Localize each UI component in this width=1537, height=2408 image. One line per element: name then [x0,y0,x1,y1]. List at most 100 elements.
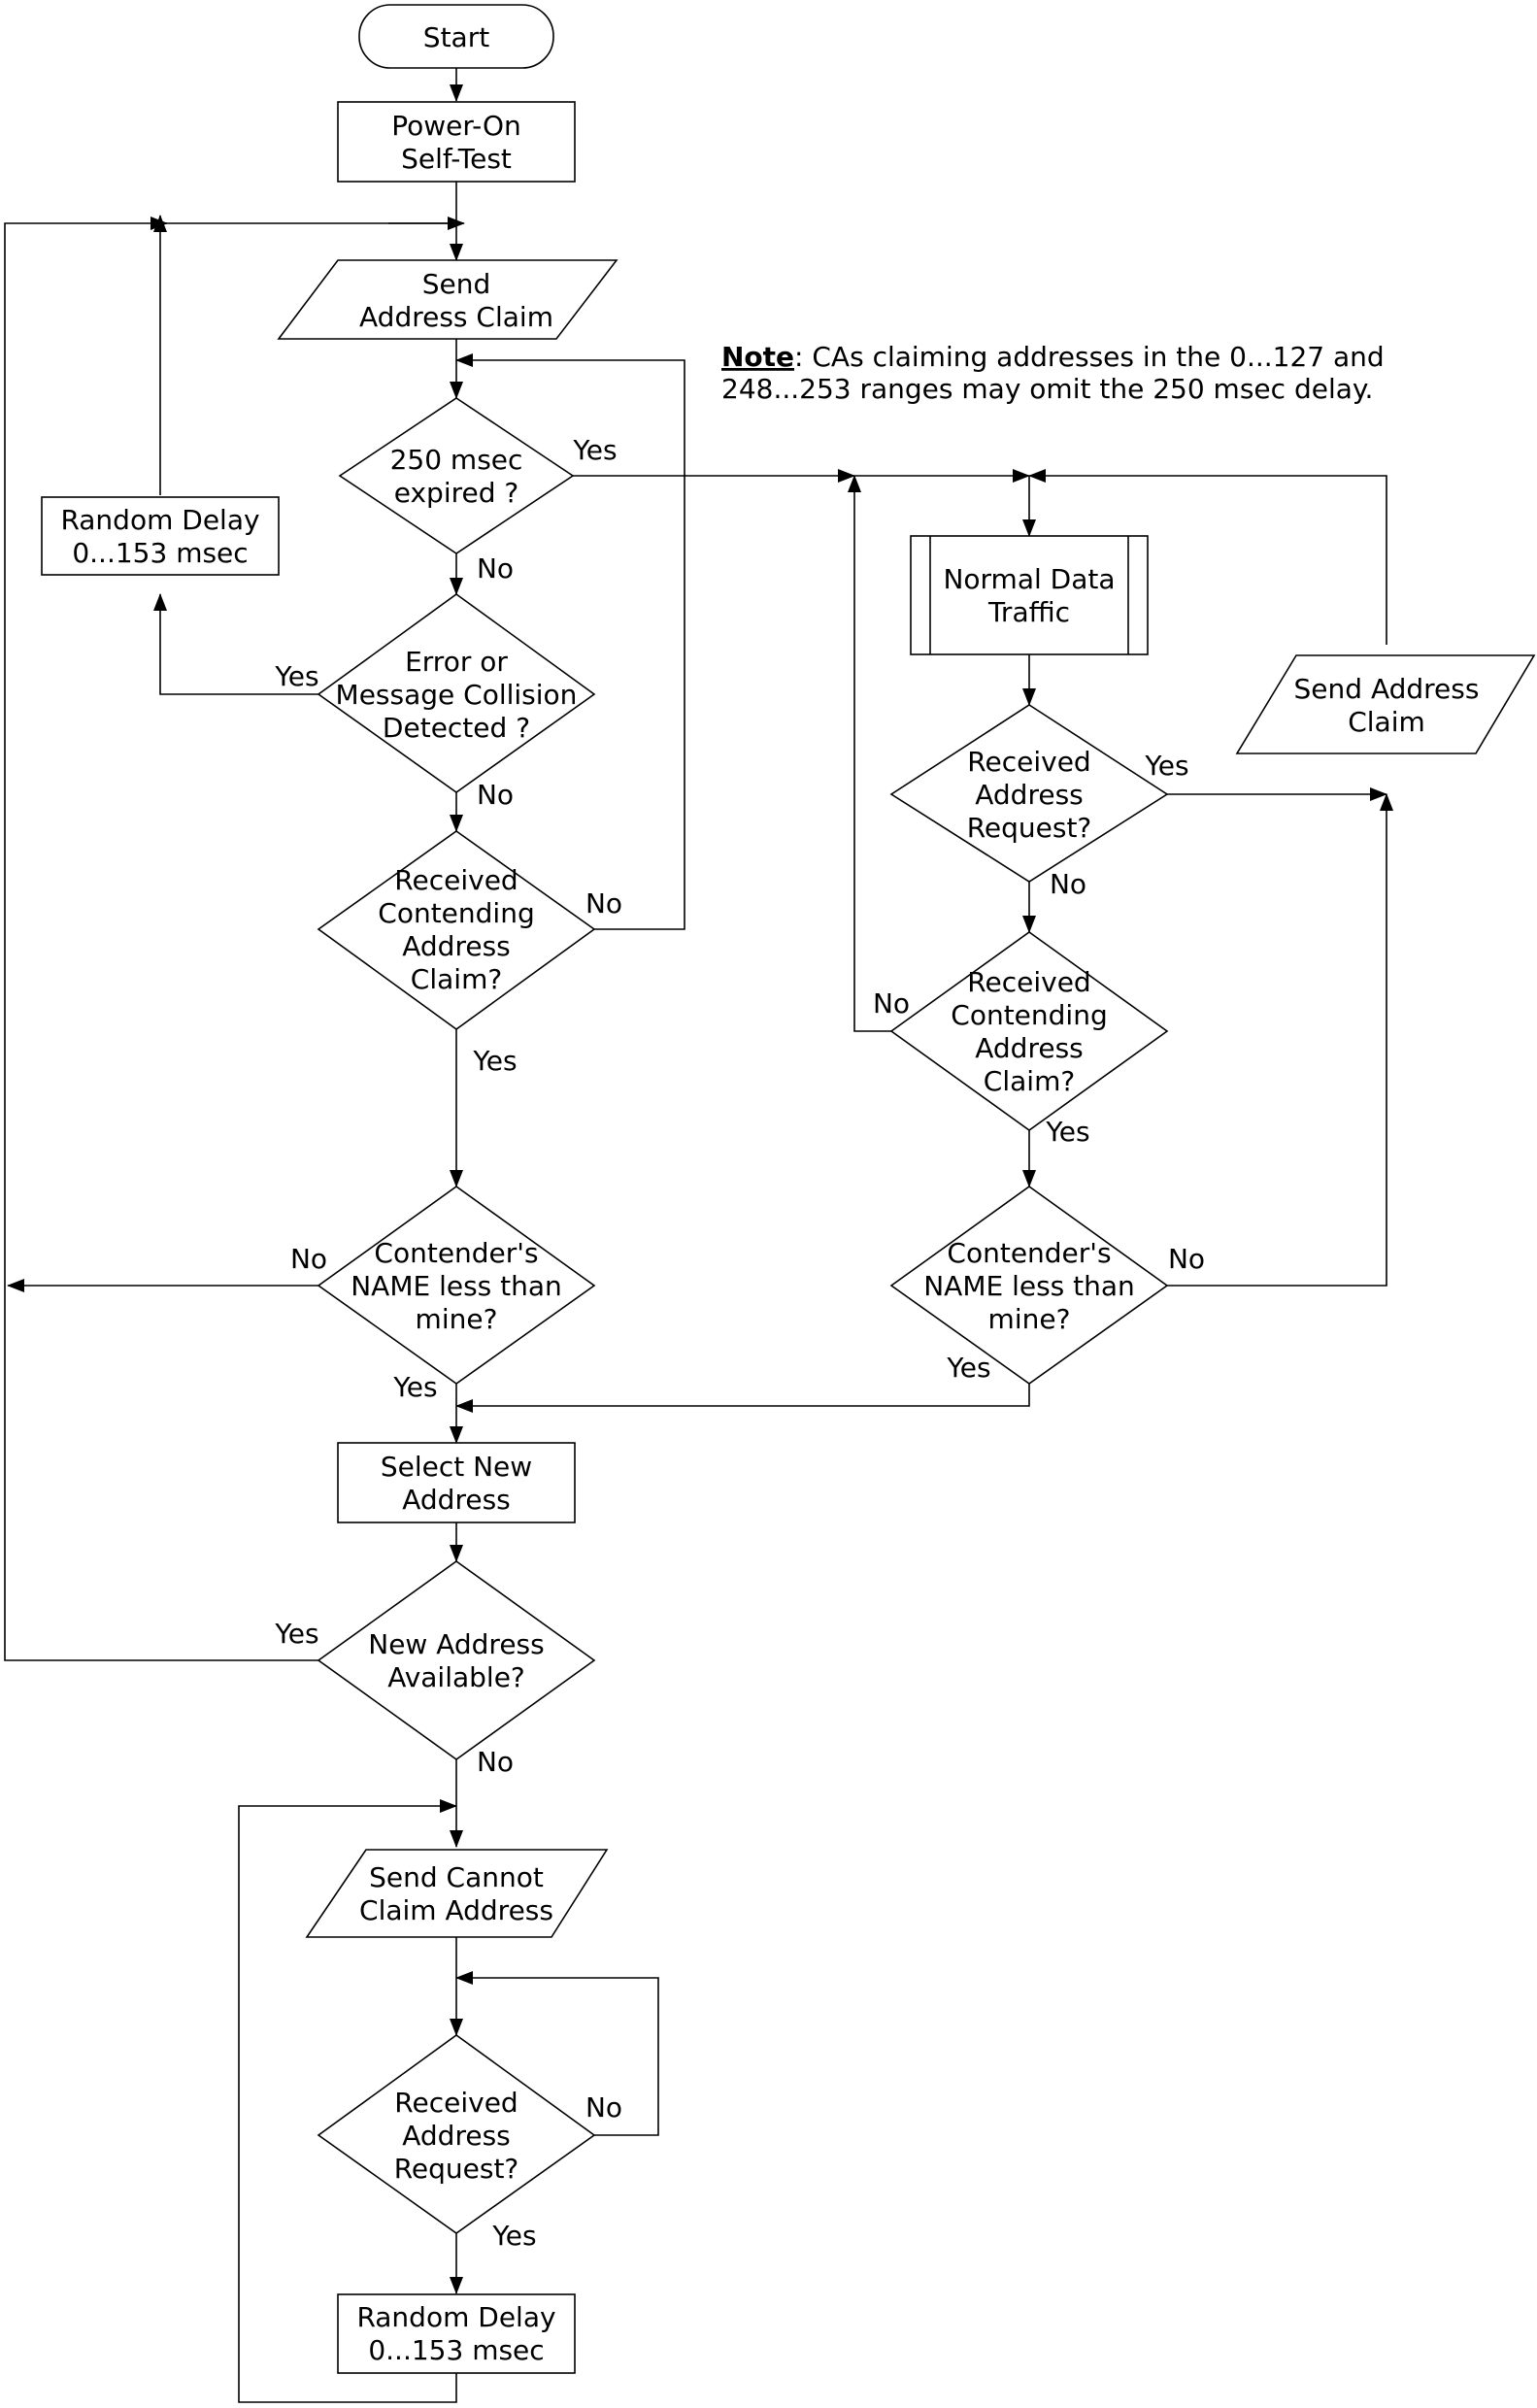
edge-available-yes [4,222,320,1661]
send-claim-right-text-line: Claim [1348,706,1425,738]
label-contending-left-yes: Yes [472,1045,517,1077]
edge-send-claim-right-up [1028,469,1387,645]
request-bottom-text-line: Address [402,2120,511,2152]
label-request-right-yes: Yes [1144,750,1188,782]
contending-right-decision [889,931,1169,1131]
edge-contending-left-no [455,353,685,930]
post-text-line: Power-On [391,110,521,142]
start-terminal [358,4,554,69]
random-delay-top-box [41,496,280,576]
collision-text-line: Detected ? [383,712,530,744]
label-collision-yes: Yes [274,660,318,692]
name-left-decision [317,1186,596,1385]
request-right-text-line: Request? [967,812,1092,844]
select-new-box [337,1442,576,1523]
note-line-1: Note: CAs claiming addresses in the 0...… [721,341,1385,373]
contending-left-text-line: Address [402,930,511,962]
random-delay-top-text-line: 0...153 msec [72,537,248,569]
label-new-available-no: No [477,1746,514,1778]
start-text: Start [423,21,489,53]
send-cannot-io [305,1849,609,1938]
collision-decision [317,593,596,793]
expired-decision [338,397,575,554]
label-request-bottom-no: No [585,2091,622,2124]
contending-right-text-line: Received [967,966,1090,998]
normal-traffic-text-line: Traffic [987,596,1070,628]
label-contending-right-no: No [873,987,910,1020]
label-request-bottom-yes: Yes [491,2220,536,2252]
request-right-text-line: Address [975,779,1084,811]
send-cannot-text-line: Send Cannot [369,1861,544,1893]
start-text-line: Start [423,21,489,53]
name-left-text-line: Contender's [374,1237,538,1269]
contending-left-decision [317,830,596,1030]
new-available-decision [317,1560,596,1760]
label-new-available-yes: Yes [274,1618,318,1650]
select-new-text-line: Select New [381,1451,532,1483]
new-available-text-line: New Address [368,1628,544,1660]
post-text-line: Self-Test [401,143,512,175]
send-claim-right-io [1235,654,1536,754]
send-claim-text-line: Address Claim [359,301,553,333]
request-bottom-text-line: Received [394,2087,518,2119]
send-claim-io [277,259,618,340]
normal-traffic-process [910,535,1149,655]
request-right-text-line: Received [967,746,1090,778]
request-right-decision [889,704,1169,883]
edge-labels: Yes No Yes No No Yes No Yes Yes No No Ye… [274,434,1205,2252]
label-request-right-no: No [1050,868,1086,900]
edge-collision-yes [153,593,320,695]
label-name-left-yes: Yes [392,1371,437,1403]
note: Note: CAs claiming addresses in the 0...… [721,341,1385,405]
label-expired-no: No [477,552,514,585]
edge-request-bottom-no [455,1971,659,2136]
contending-right-text-line: Address [975,1032,1084,1064]
new-available-text-line: Available? [387,1661,525,1693]
edge-name-right-no [1165,793,1393,1287]
label-contending-right-yes: Yes [1045,1116,1089,1148]
collision-text-line: Message Collision [336,679,578,711]
name-right-text-line: mine? [988,1303,1071,1335]
edge-name-right-yes [455,1384,1030,1413]
name-left-text-line: NAME less than [351,1270,562,1302]
name-left-text-line: mine? [416,1303,498,1335]
select-new-text-line: Address [402,1484,511,1516]
name-right-decision [889,1186,1169,1385]
random-delay-bottom-text-line: Random Delay [356,2301,555,2333]
note-line-2: 248...253 ranges may omit the 250 msec d… [721,373,1373,405]
send-cannot-text-line: Claim Address [359,1894,553,1926]
contending-left-text-line: Claim? [411,963,502,995]
expired-text-line: expired ? [394,477,519,509]
send-claim-text-line: Send [422,268,491,300]
normal-traffic-text-line: Normal Data [943,563,1115,595]
label-name-right-no: No [1168,1243,1205,1275]
contending-right-text-line: Contending [951,999,1107,1031]
label-name-right-yes: Yes [946,1352,990,1384]
label-contending-left-no: No [585,887,622,920]
label-expired-yes: Yes [572,434,617,466]
edge-contending-right-no [848,475,893,1032]
contending-left-text-line: Received [394,864,518,896]
contending-left-text-line: Contending [378,897,534,929]
name-right-text-line: NAME less than [923,1270,1135,1302]
edges [4,68,1393,2403]
edge-random-delay-bottom-loop [238,1799,457,2403]
note-line-1-body: : CAs claiming addresses in the 0...127 … [794,341,1385,373]
